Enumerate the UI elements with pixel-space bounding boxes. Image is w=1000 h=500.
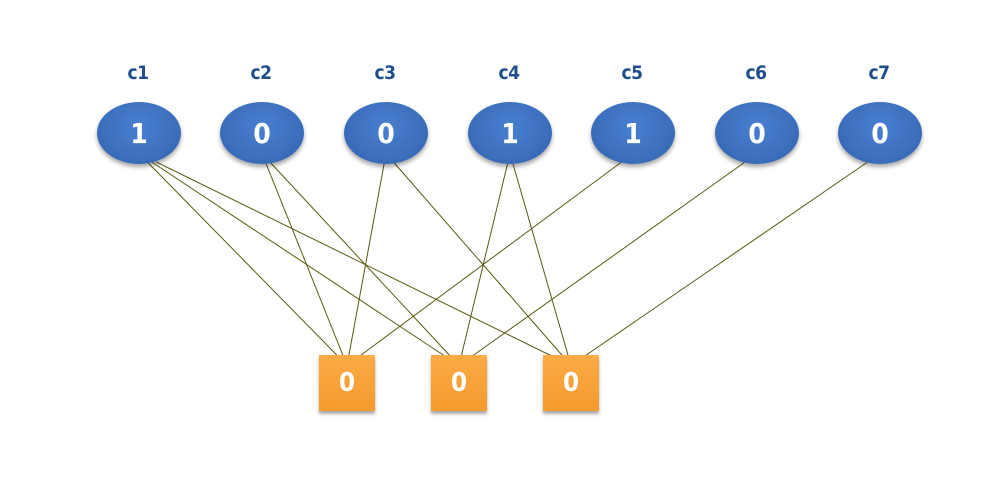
variable-node-c1: 1 bbox=[97, 102, 181, 164]
variable-label-c4: c4 bbox=[498, 62, 520, 84]
edge-c2-check-2 bbox=[269, 161, 452, 358]
variable-label-c2: c2 bbox=[250, 62, 272, 84]
variable-node-c5: 1 bbox=[591, 102, 675, 164]
check-node-3: 0 bbox=[543, 355, 599, 411]
edge-c6-check-2 bbox=[470, 161, 746, 358]
variable-node-c3: 0 bbox=[344, 102, 428, 164]
edge-c7-check-3 bbox=[583, 161, 868, 358]
variable-label-c5: c5 bbox=[621, 62, 643, 84]
check-node-1: 0 bbox=[319, 355, 375, 411]
variable-node-c2: 0 bbox=[220, 102, 304, 164]
edge-c4-check-2 bbox=[460, 161, 509, 358]
edge-c3-check-3 bbox=[393, 161, 564, 358]
edge-c1-check-1 bbox=[146, 161, 340, 358]
edge-c1-check-3 bbox=[156, 161, 554, 358]
variable-label-c7: c7 bbox=[868, 62, 890, 84]
check-node-2: 0 bbox=[431, 355, 487, 411]
edge-c3-check-1 bbox=[348, 161, 385, 358]
variable-node-c6: 0 bbox=[715, 102, 799, 164]
variable-node-c4: 1 bbox=[468, 102, 552, 164]
edge-c4-check-3 bbox=[511, 161, 570, 358]
edge-c5-check-1 bbox=[358, 161, 622, 358]
edge-c2-check-1 bbox=[264, 161, 345, 358]
variable-label-c3: c3 bbox=[374, 62, 396, 84]
variable-node-c7: 0 bbox=[838, 102, 922, 164]
variable-label-c6: c6 bbox=[745, 62, 767, 84]
edge-c1-check-2 bbox=[151, 161, 447, 358]
variable-label-c1: c1 bbox=[127, 62, 149, 84]
